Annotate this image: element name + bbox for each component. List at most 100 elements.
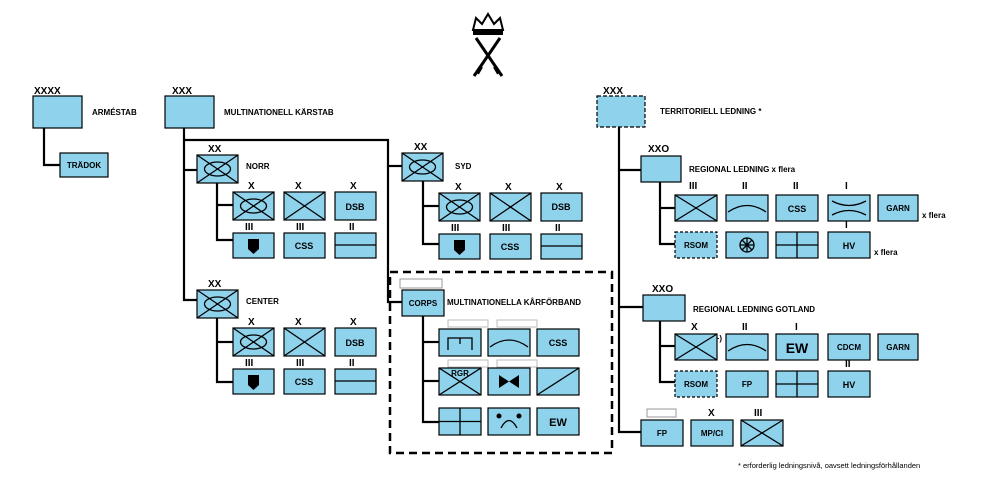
division-norr-box	[196, 154, 239, 184]
gotland-hv-label: HV	[843, 380, 856, 390]
echelon-battalion: II	[555, 223, 561, 234]
blank-echelon	[646, 408, 677, 418]
dsb-box	[334, 327, 377, 357]
corps-echelon-blank	[399, 278, 443, 289]
echelon-brigade: X	[556, 182, 563, 193]
infantry-brigade-box	[283, 327, 326, 357]
echelon-brigade: X	[505, 182, 512, 193]
echelon-regiment: III	[296, 358, 305, 369]
blank-echelon	[496, 319, 538, 328]
infantry-regiment-box	[674, 194, 718, 222]
infantry-brigade-box	[674, 333, 718, 361]
military-police-box	[487, 367, 531, 396]
blank-echelon	[447, 359, 489, 368]
rgr-label: RGR	[451, 369, 469, 378]
signal-battalion-box	[334, 232, 377, 259]
signal-battalion-box	[540, 233, 583, 260]
gotland-fp-label: FP	[742, 380, 753, 389]
rsom-box	[674, 231, 718, 259]
echelon-battalion: II	[742, 322, 748, 333]
echelon-regiment: III	[245, 222, 254, 233]
regional-css-label: CSS	[788, 204, 807, 214]
dsb-label: DSB	[345, 202, 365, 212]
echelon-brigade: X	[455, 182, 462, 193]
regional-garn-note: x flera	[922, 211, 946, 220]
echelon-army: XXXX	[34, 86, 61, 97]
bottom-mpci-label: MP/CI	[701, 429, 723, 438]
echelon-regiment: III	[502, 223, 511, 234]
echelon-regional: XXO	[648, 144, 669, 155]
regional-garn-label: GARN	[886, 204, 910, 213]
gotland-box	[642, 294, 686, 322]
cdcm-box	[827, 333, 871, 361]
garn-box	[877, 333, 919, 361]
division-center-box	[196, 289, 239, 319]
echelon-regiment: III	[689, 181, 698, 192]
infantry-brigade-box	[489, 192, 532, 222]
tradok-box	[59, 152, 109, 178]
echelon-brigade: X	[295, 181, 302, 192]
division-norr-label: NORR	[246, 162, 270, 171]
hv-box	[827, 370, 871, 398]
artillery-unit-box	[487, 328, 531, 357]
regiment-shield-box	[438, 233, 481, 260]
army-staff-box	[32, 95, 83, 129]
echelon-battalion: II	[742, 181, 748, 192]
corps-units-frame	[388, 270, 614, 455]
tradok-label: TRÄDOK	[67, 161, 101, 170]
territorial-box	[596, 95, 646, 128]
echelon-brigade: X	[708, 408, 715, 419]
echelon-brigade: X	[691, 322, 698, 333]
echelon-center: XX	[208, 279, 222, 290]
echelon-regiment: III	[296, 222, 305, 233]
echelon-regiment: III	[245, 358, 254, 369]
fp-box	[640, 419, 684, 447]
echelon-brigade: X	[295, 317, 302, 328]
hv-box	[827, 231, 871, 259]
echelon-company: I	[845, 220, 848, 231]
hq-label: MULTINATIONELL KÄRSTAB	[224, 108, 334, 117]
garn-box	[877, 194, 919, 222]
division-center-label: CENTER	[246, 297, 279, 306]
css-label: CSS	[295, 377, 314, 387]
regiment-shield-box	[232, 232, 275, 259]
gotland-ew-label: EW	[786, 340, 809, 356]
medical-unit-box	[438, 407, 482, 436]
dsb-box	[334, 191, 377, 221]
dsb-box	[540, 192, 583, 222]
regional-hv-note: x flera	[874, 248, 898, 257]
echelon-company: I	[845, 181, 848, 192]
mpci-box	[690, 419, 734, 447]
territorial-label: TERRITORIELL LEDNING *	[660, 107, 762, 116]
ranger-unit-box	[438, 367, 482, 396]
army-staff-label: ARMÉSTAB	[92, 108, 137, 117]
gotland-garn-label: GARN	[886, 343, 910, 352]
echelon-brigade: X	[248, 181, 255, 192]
ew-box	[536, 407, 580, 436]
ew-box	[775, 333, 819, 361]
dsb-label: DSB	[551, 202, 571, 212]
echelon-regiment: III	[754, 408, 763, 419]
blank-echelon	[496, 359, 538, 368]
gotland-rsom-label: RSOM	[684, 380, 708, 389]
css-box	[283, 232, 326, 259]
regional-box	[640, 155, 682, 183]
echelon-gotland: XXO	[652, 284, 673, 295]
echelon-brigade: X	[350, 181, 357, 192]
corps-badge: CORPS	[409, 299, 438, 308]
css-box	[283, 368, 326, 395]
maintenance-unit-box	[725, 231, 769, 259]
echelon-brigade: X	[350, 317, 357, 328]
hq-box	[164, 95, 215, 129]
infantry-brigade-box	[283, 191, 326, 221]
air-defense-box	[827, 194, 871, 222]
echelon-company: I	[795, 322, 798, 333]
blank-echelon	[447, 319, 489, 328]
echelon-brigade: X	[248, 317, 255, 328]
echelon-battalion: II	[349, 222, 355, 233]
echelon-hq: XXX	[172, 86, 192, 97]
armored-brigade-box	[232, 191, 275, 221]
echelon-territorial: XXX	[603, 86, 623, 97]
armored-brigade-box	[438, 192, 481, 222]
footnote: * erforderlig ledningsnivå, oavsett ledn…	[738, 461, 920, 470]
